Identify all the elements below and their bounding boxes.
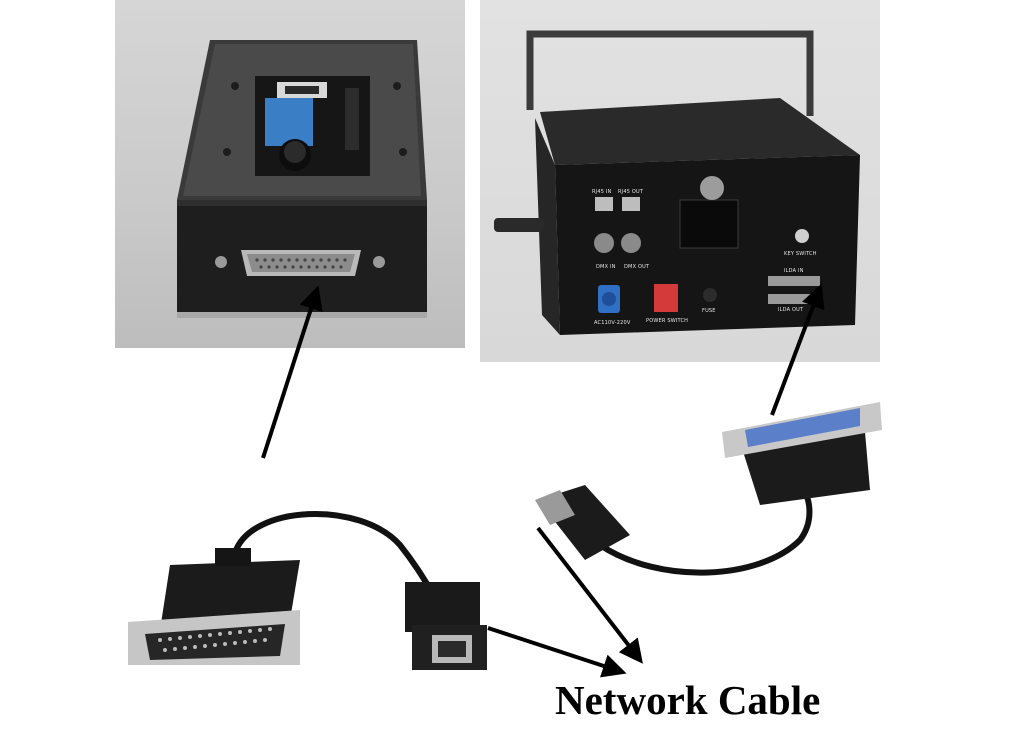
label-fuse: FUSE — [702, 308, 716, 314]
cable-wire — [598, 482, 813, 576]
screw-icon — [231, 82, 239, 90]
fuse-holder — [703, 288, 717, 302]
dmx-out-port — [621, 233, 641, 253]
screw-icon — [393, 82, 401, 90]
label-rj45-in: RJ45 IN — [592, 189, 612, 195]
arrow-to-control-box-port — [261, 285, 323, 459]
arrow-to-ilda-port — [770, 283, 825, 416]
photo-control-box — [115, 0, 465, 348]
lens-port — [700, 176, 724, 200]
db25-female-hood — [740, 432, 870, 505]
label-dmx-out: DMX OUT — [624, 264, 650, 270]
label-key-switch: KEY SWITCH — [784, 251, 817, 257]
left-db25-rj45-cable — [128, 510, 487, 670]
rj45-in-port — [595, 197, 613, 211]
photo-laser-projector: RJ45 IN RJ45 OUT DMX IN DMX OUT KEY SWIT… — [480, 0, 880, 362]
right-db25-rj45-cable — [535, 402, 882, 576]
rj45-female-body — [405, 582, 480, 632]
db25-screw-left — [215, 256, 227, 268]
label-voltage: AC110V-220V — [594, 320, 631, 326]
projector-illustration — [494, 30, 860, 335]
key-switch — [795, 229, 809, 243]
arrow-right-network — [536, 526, 643, 664]
laser-module — [679, 199, 739, 249]
lcd-screen — [265, 98, 313, 146]
carry-handle — [526, 30, 814, 116]
screw-icon — [223, 148, 231, 156]
arrow-left-network — [487, 626, 627, 678]
label-dmx-in: DMX IN — [596, 264, 616, 270]
power-switch — [654, 284, 678, 312]
label-power-switch: POWER SWITCH — [646, 318, 689, 324]
dmx-in-port — [594, 233, 614, 253]
rj45-out-port — [622, 197, 640, 211]
ilda-in-port — [768, 276, 820, 286]
screw-icon — [399, 148, 407, 156]
control-box-illustration — [177, 40, 427, 318]
label-ilda-in: ILDA IN — [784, 268, 804, 274]
network-cable-caption: Network Cable — [555, 677, 821, 723]
db25-insert — [745, 408, 860, 447]
projector-top — [540, 98, 860, 165]
label-ilda-out: ILDA OUT — [778, 307, 804, 313]
db25-screw-right — [373, 256, 385, 268]
ilda-out-port — [768, 294, 820, 304]
label-rj45-out: RJ45 OUT — [618, 189, 644, 195]
cable-gland — [494, 218, 544, 232]
